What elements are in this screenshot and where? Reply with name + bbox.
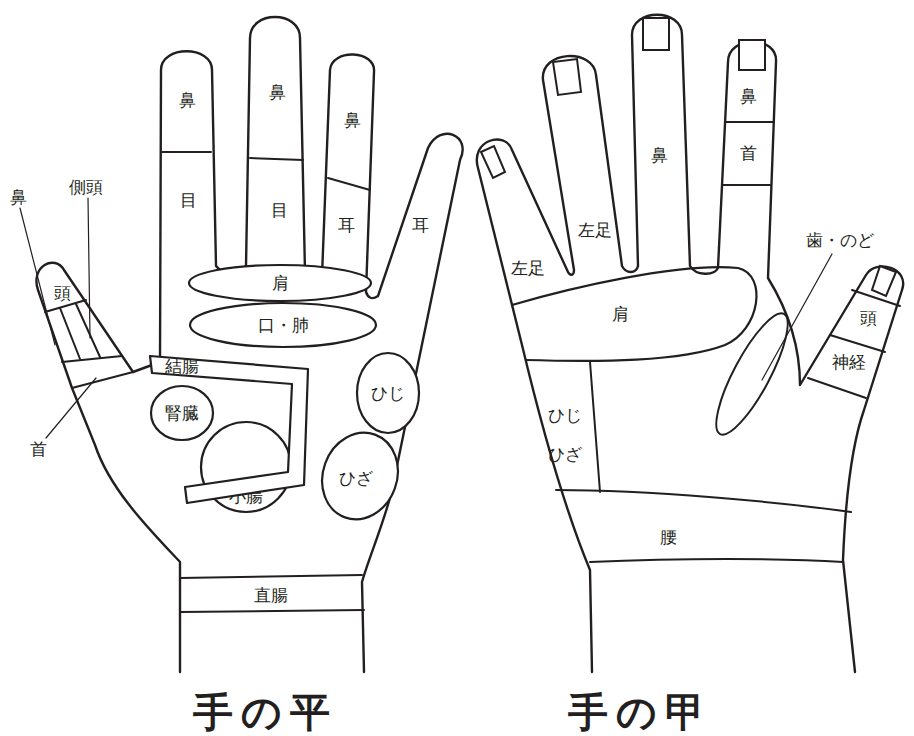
thumb-division xyxy=(830,335,885,352)
zone-label: 腎臓 xyxy=(165,403,199,423)
finger-division xyxy=(161,151,211,153)
zone-label: 結腸 xyxy=(165,356,199,376)
reflex-zone: 耳 xyxy=(400,205,440,245)
reflex-zone: 肩 xyxy=(188,264,372,302)
finger-division xyxy=(250,158,303,160)
reflex-zone: 頭 xyxy=(850,300,886,336)
leader-line xyxy=(20,208,55,345)
reflex-zone: 鼻 xyxy=(728,76,768,116)
finger-division xyxy=(722,184,771,186)
zone-label: 鼻 xyxy=(179,90,196,110)
reflex-zone: 目 xyxy=(256,190,302,230)
zone-label: 口・肺 xyxy=(258,315,309,335)
zone-shape xyxy=(201,422,291,512)
reflex-zone: 結腸 xyxy=(148,352,312,506)
reflex-zone: 鼻 xyxy=(332,100,372,140)
callout-label: 歯・のど xyxy=(806,229,874,252)
zone-label: 首 xyxy=(740,143,757,163)
zone-label: 鼻 xyxy=(269,82,286,102)
finger-division xyxy=(328,178,370,190)
zone-label: 目 xyxy=(271,200,288,220)
finger-division xyxy=(725,121,774,123)
zone-label: 神経 xyxy=(832,352,866,372)
reflex-zone: 口・肺 xyxy=(188,302,378,348)
zone-label: ひじ ひざ xyxy=(545,396,585,474)
finger-nail xyxy=(481,146,505,178)
zone-label: 耳 xyxy=(338,215,355,235)
reflex-zone: 首 xyxy=(728,133,768,173)
zone-shape xyxy=(190,303,376,347)
zone-label: 左足 xyxy=(578,220,612,240)
reflex-zone: 直腸 xyxy=(180,578,362,611)
thumb-division xyxy=(76,304,100,357)
zone-label: 鼻 xyxy=(651,145,668,165)
reflex-zone: 頭 xyxy=(47,278,77,308)
band-line xyxy=(180,575,362,578)
zone-shape xyxy=(357,353,419,433)
reflex-zone: 目 xyxy=(166,180,210,220)
band-line xyxy=(556,490,851,512)
zone-label: 鼻 xyxy=(740,86,757,106)
zone-label: 直腸 xyxy=(254,584,288,604)
view-caption: 手の甲 xyxy=(568,685,713,736)
reflex-zone: ひじ xyxy=(356,352,420,434)
zone-shape xyxy=(189,265,371,301)
view-caption: 手の平 xyxy=(193,685,338,736)
zone-label: ひじ xyxy=(371,383,405,403)
zone-shape xyxy=(310,422,410,530)
finger-nail xyxy=(872,266,896,296)
zone-label: 腰 xyxy=(660,527,677,547)
zone-outline xyxy=(510,260,764,366)
zone-label: 鼻 xyxy=(344,110,361,130)
zone-label: 耳 xyxy=(412,215,429,235)
reflex-zone: 肩 xyxy=(510,260,764,366)
callout-label: 側頭 xyxy=(69,176,103,199)
zone-shape xyxy=(512,267,757,361)
zone-label: 左足 xyxy=(511,258,545,278)
leader-line xyxy=(46,378,96,438)
finger-nail xyxy=(643,18,669,50)
leader-line xyxy=(88,198,90,338)
callout-label: 首 xyxy=(30,438,47,461)
leader-line xyxy=(762,254,832,380)
thumb-division xyxy=(808,378,866,398)
reflex-zone: ひじ ひざ xyxy=(545,395,585,475)
reflex-zone: ひざ xyxy=(320,430,400,522)
palm-outline xyxy=(36,17,462,672)
reflex-zone: 鼻 xyxy=(636,135,682,175)
reflex-zone: 左足 xyxy=(572,210,618,250)
finger-nail xyxy=(553,59,581,95)
reflex-zone: 腎臓 xyxy=(150,385,214,441)
finger-nail xyxy=(739,40,765,70)
band-line xyxy=(180,610,364,612)
back-outline xyxy=(477,15,903,672)
zone-label: 頭 xyxy=(54,283,71,303)
zone-label: ひざ xyxy=(339,468,373,488)
reflex-zone: 左足 xyxy=(505,250,551,286)
zone-label: 肩 xyxy=(272,273,289,293)
thumb-division xyxy=(60,308,80,359)
thumb-division xyxy=(62,356,122,362)
zone-shape xyxy=(151,386,213,440)
reflex-zone: 神経 xyxy=(826,345,872,379)
reflex-zone: 鼻 xyxy=(254,72,300,112)
teeth-throat-zone xyxy=(704,306,800,443)
zone-label: 肩 xyxy=(612,304,629,324)
zone-division xyxy=(590,362,600,492)
reflex-zone: 腰 xyxy=(620,515,716,559)
band-line xyxy=(590,559,843,562)
callout-label: 鼻 xyxy=(10,186,27,209)
thumb-division xyxy=(72,372,133,388)
reflex-zone: 耳 xyxy=(326,205,366,245)
zone-label: 頭 xyxy=(860,308,877,328)
zone-label: 目 xyxy=(180,190,197,210)
reflex-zone: 鼻 xyxy=(165,80,209,120)
